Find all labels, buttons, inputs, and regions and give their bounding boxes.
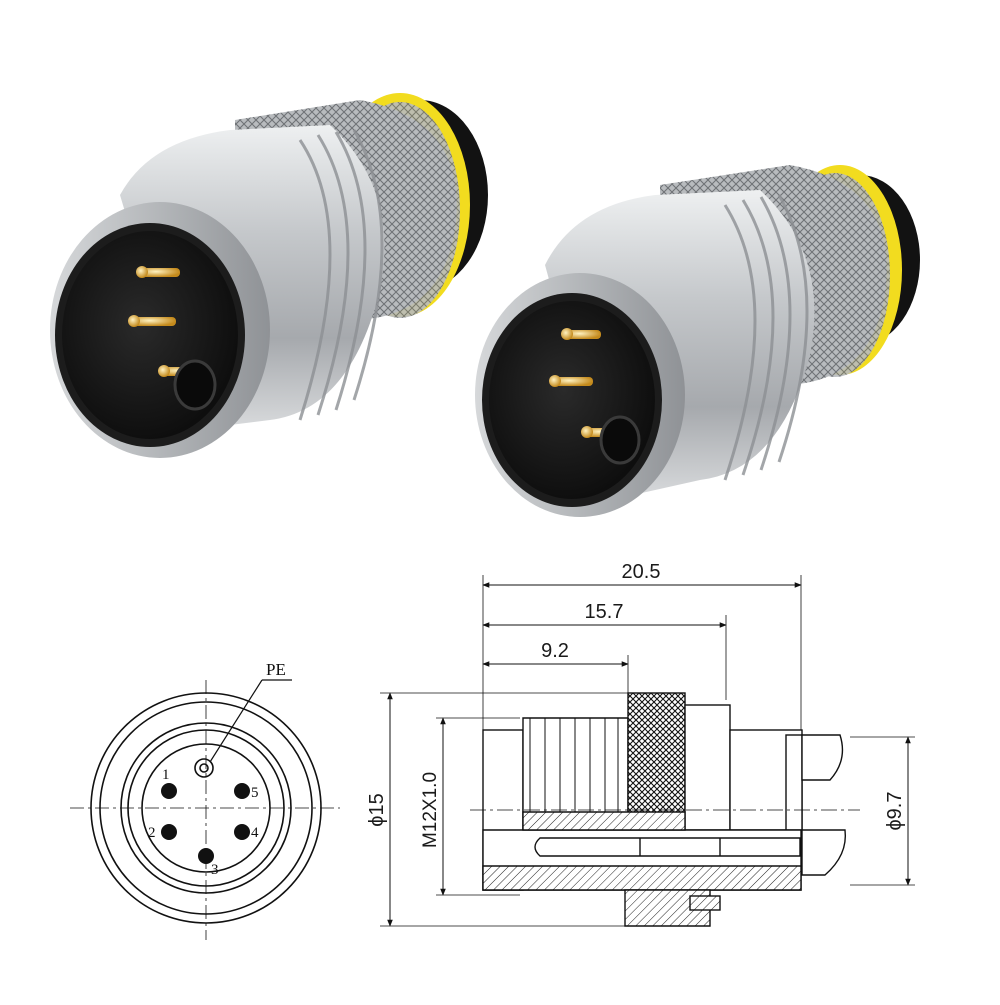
- pe-contact: [599, 415, 641, 465]
- front-insert: [62, 231, 238, 439]
- connector-photo-left: [50, 93, 488, 458]
- section-hatch-lower: [482, 865, 802, 891]
- side-section-view: [380, 575, 915, 927]
- pe-contact: [173, 359, 217, 411]
- dim-body-length: 15.7: [585, 601, 624, 623]
- pin-label-2: 2: [148, 825, 156, 841]
- contact-pins: [549, 328, 621, 438]
- pinout-pins: [161, 783, 250, 864]
- knurled-nut-section: [627, 692, 686, 831]
- pe-label: PE: [266, 660, 286, 679]
- pin-3: [198, 848, 214, 864]
- connector-photo-right: [475, 165, 920, 517]
- pin-1: [161, 783, 177, 799]
- solder-cup-top: [801, 734, 844, 781]
- section-hatch-nut: [624, 889, 711, 927]
- pe-leader-line: [209, 679, 263, 763]
- dim-thread-spec: M12X1.0: [420, 772, 441, 848]
- pin-label-3: 3: [211, 862, 219, 878]
- dim-thread-length: 9.2: [541, 640, 569, 662]
- contact-pin-section: [534, 837, 801, 857]
- contact-pins: [128, 266, 202, 377]
- pin-5: [234, 783, 250, 799]
- dim-tail-diameter: ϕ9.7: [884, 791, 906, 830]
- pinout-front-view: [70, 679, 340, 940]
- dim-overall-length: 20.5: [622, 561, 661, 583]
- section-hatch-upper: [522, 811, 686, 831]
- dim-outer-diameter: ϕ15: [366, 793, 388, 826]
- pin-label-5: 5: [251, 785, 259, 801]
- o-ring-section: [689, 895, 721, 911]
- pe-pin: [194, 758, 214, 778]
- pin-label-4: 4: [251, 825, 259, 841]
- pin-4: [234, 824, 250, 840]
- pin-2: [161, 824, 177, 840]
- pin-label-1: 1: [162, 767, 170, 783]
- solder-cup-bottom: [801, 829, 847, 876]
